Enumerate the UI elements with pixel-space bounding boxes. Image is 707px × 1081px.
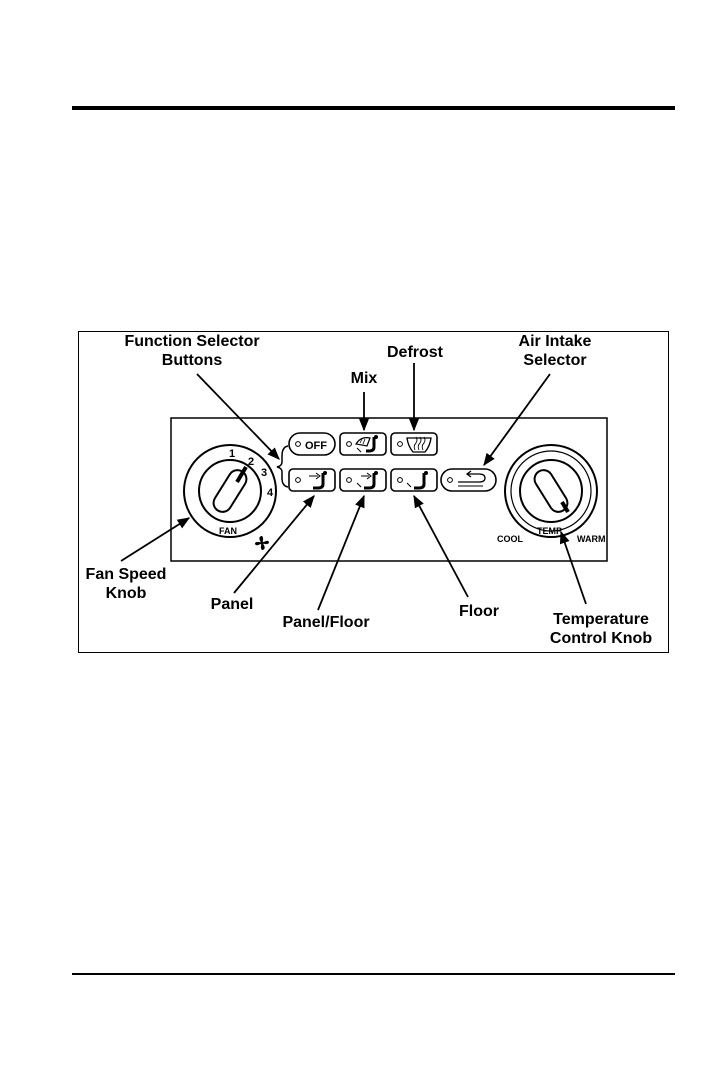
callout-line: Buttons [104, 351, 280, 370]
temp-label: TEMP [537, 526, 562, 536]
panel-vent-button[interactable] [289, 469, 335, 491]
callout-line: Selector [496, 351, 614, 370]
panel-callout: Panel [196, 595, 268, 614]
callout-line: Function Selector [104, 332, 280, 351]
callout-line: Fan Speed [76, 565, 176, 584]
fan-speed-2: 2 [248, 456, 254, 468]
cool-label: COOL [497, 534, 524, 544]
button-group-bracket [277, 446, 288, 487]
fan-speed-callout: Fan Speed Knob [76, 565, 176, 603]
fan-label: FAN [219, 526, 237, 536]
callout-line: Air Intake [496, 332, 614, 351]
floor-callout: Floor [448, 602, 510, 621]
defrost-callout: Defrost [374, 343, 456, 362]
air-intake-callout: Air Intake Selector [496, 332, 614, 370]
fan-speed-3: 3 [261, 467, 267, 479]
function-selector-callout: Function Selector Buttons [104, 332, 280, 370]
mix-callout: Mix [334, 369, 394, 388]
fan-icon [255, 536, 269, 550]
off-label: OFF [305, 440, 327, 452]
footer-rule [72, 973, 675, 975]
fan-speed-4: 4 [267, 487, 274, 499]
callout-line: Control Knob [536, 629, 666, 648]
panel-floor-button[interactable] [340, 469, 386, 491]
fan-speed-1: 1 [229, 448, 235, 460]
callout-line: Knob [76, 584, 176, 603]
callout-line: Temperature [536, 610, 666, 629]
temperature-control-knob[interactable] [505, 445, 597, 537]
warm-label: WARM [577, 534, 606, 544]
panel-floor-callout: Panel/Floor [270, 613, 382, 632]
temperature-callout: Temperature Control Knob [536, 610, 666, 648]
